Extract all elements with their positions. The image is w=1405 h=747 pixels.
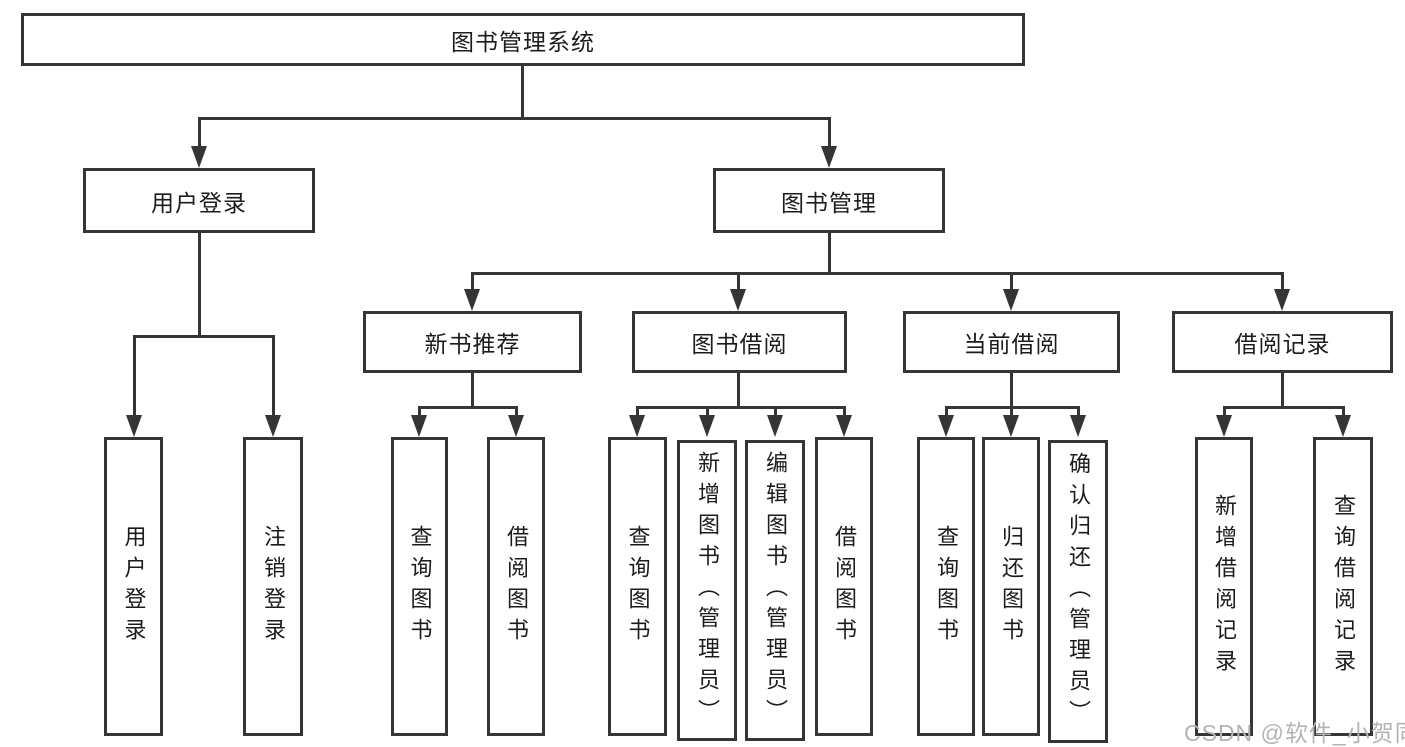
connector-leaf-stem	[1076, 406, 1080, 421]
leaf-current-return-label: 归还图书	[999, 524, 1024, 649]
leaf-newbooks-borrow: 借阅图书	[487, 437, 545, 736]
arrowhead-down-icon	[836, 415, 852, 437]
arrowhead-down-icon	[411, 415, 427, 437]
node-book-borrow: 图书借阅	[632, 311, 847, 373]
leaf-current-return: 归还图书	[982, 437, 1040, 736]
node-root: 图书管理系统	[21, 13, 1025, 66]
node-book-mgmt: 图书管理	[713, 168, 945, 233]
connector-l2-stem	[1280, 272, 1284, 294]
node-borrow-records: 借阅记录	[1172, 311, 1393, 373]
leaf-logout-label: 注销登录	[261, 524, 286, 649]
leaf-borrow-borrow: 借阅图书	[815, 437, 873, 736]
arrowhead-down-icon	[699, 415, 715, 437]
connector-l2-stem	[736, 272, 740, 294]
leaf-borrow-borrow-label: 借阅图书	[832, 524, 857, 649]
connector-group-hline	[1222, 406, 1345, 409]
arrowhead-down-icon	[1274, 289, 1290, 311]
leaf-newbooks-query-label: 查询图书	[407, 524, 433, 649]
connector-leaf-stem	[1222, 406, 1226, 421]
leaf-current-confirm-admin: 确认归还（管理员）	[1048, 440, 1108, 743]
connector-user-branch-stem	[197, 233, 201, 338]
leaf-current-query: 查询图书	[917, 437, 975, 736]
connector-book-branch-stem	[827, 233, 831, 275]
arrowhead-down-icon	[126, 415, 142, 437]
node-new-books-label: 新书推荐	[424, 331, 521, 357]
arrowhead-down-icon	[629, 415, 645, 437]
connector-leaf-stem	[514, 406, 518, 421]
connector-leaf-stem	[705, 406, 709, 421]
leaf-records-query-label: 查询借阅记录	[1331, 493, 1356, 680]
connector-leaf-stem	[773, 406, 777, 421]
arrowhead-down-icon	[821, 146, 837, 168]
leaf-user-login: 用户登录	[104, 437, 163, 736]
connector-group-stem	[1280, 373, 1284, 409]
connector-group-hline	[635, 406, 846, 409]
arrowhead-down-icon	[1216, 415, 1232, 437]
connector-root-stem	[520, 66, 524, 118]
arrowhead-down-icon	[1003, 415, 1019, 437]
connector-book-mgmt-stem	[827, 117, 831, 150]
leaf-records-add-label: 新增借阅记录	[1212, 493, 1237, 680]
connector-leaf-stem	[635, 406, 639, 421]
leaf-newbooks-borrow-label: 借阅图书	[504, 524, 529, 649]
leaf-borrow-edit-admin-label: 编辑图书（管理员）	[763, 451, 788, 730]
arrowhead-down-icon	[730, 289, 746, 311]
leaf-borrow-edit-admin: 编辑图书（管理员）	[745, 440, 805, 741]
arrowhead-down-icon	[767, 415, 783, 437]
connector-leaf-stem	[271, 335, 275, 421]
connector-leaf-stem	[417, 406, 421, 421]
leaf-borrow-add-admin-label: 新增图书（管理员）	[695, 451, 720, 730]
leaf-user-login-label: 用户登录	[121, 524, 147, 649]
connector-l2-stem	[470, 272, 474, 294]
connector-group-hline	[417, 406, 518, 409]
node-borrow-records-label: 借阅记录	[1234, 331, 1331, 357]
connector-leaf-stem	[1341, 406, 1345, 421]
arrowhead-down-icon	[464, 289, 480, 311]
connector-leaf-stem	[1009, 406, 1013, 421]
leaf-borrow-query-label: 查询图书	[625, 524, 651, 649]
arrowhead-down-icon	[1003, 289, 1019, 311]
connector-leaf-stem	[842, 406, 846, 421]
node-new-books: 新书推荐	[363, 311, 582, 373]
node-user-login: 用户登录	[83, 168, 315, 233]
arrowhead-down-icon	[1335, 415, 1351, 437]
node-root-label: 图书管理系统	[451, 28, 595, 55]
node-book-borrow-label: 图书借阅	[691, 331, 788, 357]
connector-level2-hline	[470, 272, 1284, 275]
connector-group-stem	[736, 373, 740, 409]
connector-leaf-stem	[132, 335, 136, 421]
connector-group-stem	[470, 373, 474, 409]
leaf-current-query-label: 查询图书	[934, 524, 959, 649]
arrowhead-down-icon	[938, 415, 954, 437]
connector-level1-hline	[197, 117, 831, 120]
leaf-current-confirm-admin-label: 确认归还（管理员）	[1066, 452, 1091, 731]
leaf-borrow-query: 查询图书	[608, 437, 667, 736]
arrowhead-down-icon	[191, 146, 207, 168]
leaf-records-query: 查询借阅记录	[1313, 437, 1373, 736]
arrowhead-down-icon	[508, 415, 524, 437]
arrowhead-down-icon	[1070, 415, 1086, 437]
leaf-newbooks-query: 查询图书	[391, 437, 448, 736]
leaf-logout: 注销登录	[243, 437, 303, 736]
node-user-login-label: 用户登录	[151, 189, 247, 216]
connector-leaf-stem	[944, 406, 948, 421]
node-current-borrow: 当前借阅	[903, 311, 1120, 373]
arrowhead-down-icon	[265, 415, 281, 437]
leaf-records-add: 新增借阅记录	[1195, 437, 1253, 736]
csdn-watermark: CSDN @软件_小贺同学	[1184, 720, 1405, 746]
node-current-borrow-label: 当前借阅	[963, 331, 1060, 357]
connector-l2-stem	[1009, 272, 1013, 294]
connector-user-login-stem	[197, 117, 201, 150]
connector-user-branch-hline	[132, 335, 275, 338]
connector-group-stem	[1009, 373, 1013, 409]
node-book-mgmt-label: 图书管理	[781, 189, 877, 216]
leaf-borrow-add-admin: 新增图书（管理员）	[677, 440, 737, 741]
